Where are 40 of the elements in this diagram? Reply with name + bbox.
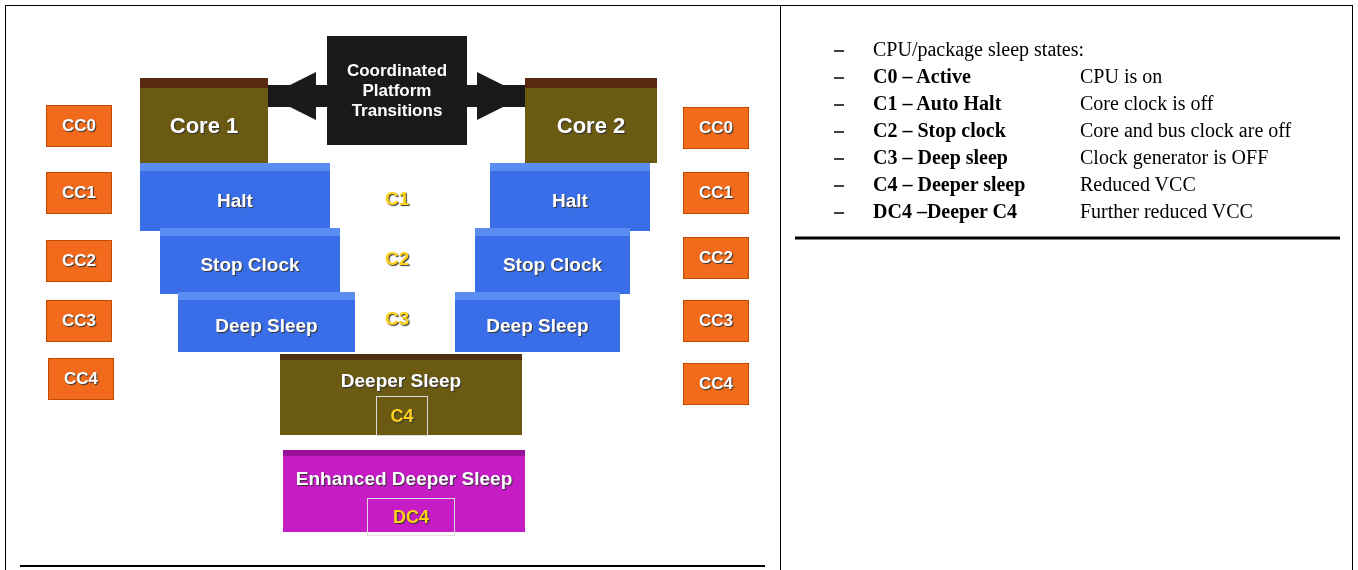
state-name: C4 – Deeper sleep [873,173,1026,196]
state-name: C1 – Auto Halt [873,92,1002,115]
core-block: Core 1 [140,78,268,163]
state-badge: CC1 [683,172,749,214]
state-block: Halt [490,163,650,231]
state-badge: CC0 [683,107,749,149]
edge-label: Coordinated Platform Transitions [327,36,467,145]
state-description: Core clock is off [1080,92,1214,115]
state-badge: CC3 [46,300,112,342]
state-code-box: DC4 [367,498,455,536]
state-badge: CC2 [46,240,112,282]
state-badge: CC0 [46,105,112,147]
state-code-box: C4 [376,396,428,436]
state-block: Halt [140,163,330,231]
state-name: C2 – Stop clock [873,119,1006,142]
block-title: Enhanced Deeper Sleep [295,468,513,490]
state-name: C3 – Deep sleep [873,146,1008,169]
state-description: Core and bus clock are off [1080,119,1292,142]
state-code-label: C2 [385,248,410,270]
state-block: Stop Clock [160,228,340,294]
state-badge: CC4 [48,358,114,400]
state-description: Clock generator is OFF [1080,146,1269,169]
state-badge: CC4 [683,363,749,405]
state-badge: CC1 [46,172,112,214]
state-name: C0 – Active [873,65,971,88]
state-description: CPU is on [1080,65,1163,88]
table-heading: CPU/package sleep states: [873,38,1085,61]
state-badge: CC2 [683,237,749,279]
state-block: Deep Sleep [178,292,355,352]
state-description: Reduced VCC [1080,173,1196,196]
block-title: Deeper Sleep [340,370,462,392]
state-block: Deep Sleep [455,292,620,352]
state-name: DC4 –Deeper C4 [873,200,1018,223]
state-block [280,354,522,435]
state-badge: CC3 [683,300,749,342]
state-description: Further reduced VCC [1080,200,1253,223]
state-block: Stop Clock [475,228,630,294]
state-code-label: C3 [385,308,410,330]
core-block: Core 2 [525,78,657,163]
state-code-label: C1 [385,188,410,210]
